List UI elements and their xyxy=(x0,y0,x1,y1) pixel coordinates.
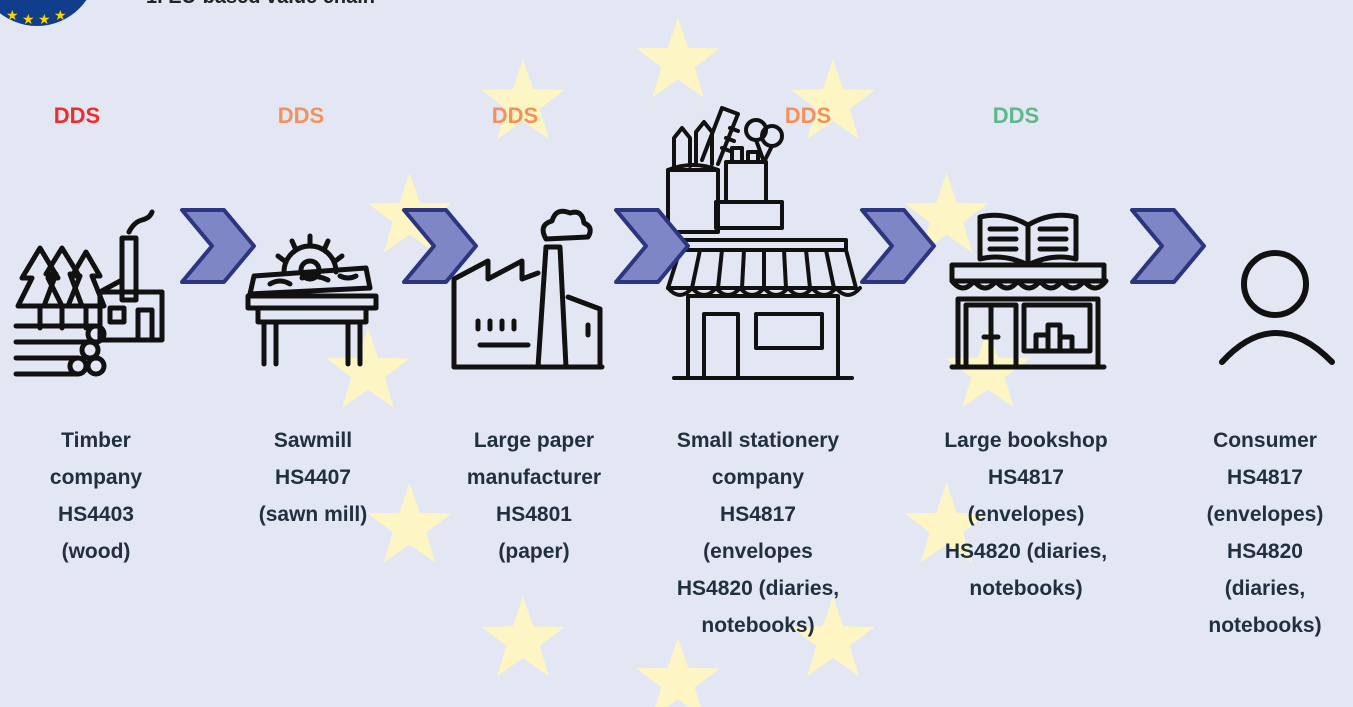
eu-star-icon xyxy=(326,328,410,408)
stage-label-line: Consumer xyxy=(1213,429,1317,452)
arrow-right-icon xyxy=(1130,208,1206,284)
stage-label-line: notebooks) xyxy=(1208,614,1322,637)
stage-label-timber-company: Timber company HS4403 (wood) xyxy=(0,422,216,570)
eu-star-icon xyxy=(904,173,989,253)
stage-label-line: (envelopes) xyxy=(1206,503,1324,526)
stage-label-line: notebooks) xyxy=(701,614,815,637)
eu-star-icon xyxy=(791,59,875,140)
stage-label-line: Timber xyxy=(61,429,131,452)
stage-label-bookshop: Large bookshop HS4817 (envelopes) HS4820… xyxy=(906,422,1146,607)
dds-marker-sawmill: DDS xyxy=(277,103,325,128)
stage-label-line: HS4820 (diaries, xyxy=(676,577,840,600)
eu-flag-logo-icon: ★ ★ ★ ★ xyxy=(0,0,87,26)
stage-label-line: (diaries, xyxy=(1224,577,1306,600)
dds-marker-stationery: DDS xyxy=(784,103,832,128)
stage-label-line: (sawn mill) xyxy=(258,503,368,526)
stage-label-line: manufacturer xyxy=(466,466,602,489)
stage-label-line: HS4817 xyxy=(1227,466,1303,489)
arrow-right-icon xyxy=(180,208,256,284)
eu-star-icon xyxy=(481,596,565,677)
stationery-shop-icon xyxy=(666,106,862,380)
dds-marker-timber: DDS xyxy=(53,103,101,128)
stage-label-line: Small stationery xyxy=(676,429,840,452)
stage-label-line: HS4820 xyxy=(1227,540,1303,563)
stage-label-line: HS4801 xyxy=(496,503,572,526)
stage-label-line: Large paper xyxy=(473,429,595,452)
stage-label-line: (envelopes) xyxy=(967,503,1085,526)
stage-label-line: Sawmill xyxy=(273,429,353,452)
stage-label-line: HS4407 xyxy=(275,466,351,489)
bookshop-icon xyxy=(949,212,1109,370)
timber-factory-icon xyxy=(13,209,165,377)
consumer-person-icon xyxy=(1219,250,1335,365)
stage-label-line: company xyxy=(49,466,143,489)
svg-text:★: ★ xyxy=(38,12,51,26)
stage-label-line: (envelopes xyxy=(703,540,813,563)
eu-star-icon xyxy=(636,18,720,98)
arrow-right-icon xyxy=(860,208,936,284)
eu-star-icon xyxy=(791,596,875,677)
eu-star-icon xyxy=(367,483,452,563)
stage-label-line: Large bookshop xyxy=(944,429,1108,452)
svg-text:★: ★ xyxy=(22,12,35,26)
stage-label-sawmill: Sawmill HS4407 (sawn mill) xyxy=(193,422,433,533)
stage-label-line: HS4817 xyxy=(720,503,796,526)
stage-label-paper-manufacturer: Large paper manufacturer HS4801 (paper) xyxy=(414,422,654,570)
stage-label-line: HS4817 xyxy=(988,466,1064,489)
stage-label-line: (wood) xyxy=(61,540,131,563)
eu-star-icon xyxy=(636,638,720,707)
stage-label-line: HS4820 (diaries, xyxy=(944,540,1108,563)
dds-marker-bookshop: DDS xyxy=(992,103,1040,128)
value-chain-title: 1. EU-based value chain xyxy=(146,0,375,9)
eu-star-icon xyxy=(481,59,565,140)
stage-label-consumer: Consumer HS4817 (envelopes) HS4820 (diar… xyxy=(1145,422,1353,644)
arrow-right-icon xyxy=(402,208,478,284)
stage-label-line: HS4403 xyxy=(58,503,134,526)
dds-marker-paper: DDS xyxy=(491,103,539,128)
stage-label-line: notebooks) xyxy=(969,577,1083,600)
stage-label-stationery-company: Small stationery company HS4817 (envelop… xyxy=(638,422,878,644)
sawmill-icon xyxy=(245,233,379,367)
stage-label-line: company xyxy=(711,466,805,489)
eu-star-icon xyxy=(904,483,989,563)
arrow-right-icon xyxy=(614,208,690,284)
svg-text:★: ★ xyxy=(54,8,67,24)
paper-factory-icon xyxy=(451,208,605,370)
stage-label-line: (paper) xyxy=(498,540,570,563)
svg-text:★: ★ xyxy=(6,8,19,24)
